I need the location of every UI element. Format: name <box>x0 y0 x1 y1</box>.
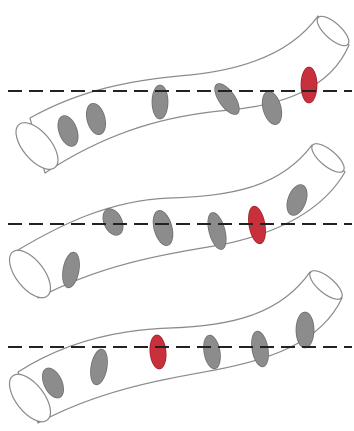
tube-panel-1 <box>8 12 353 177</box>
highlighted-cell <box>301 67 317 103</box>
cell <box>296 312 314 348</box>
tube-outline <box>30 16 349 173</box>
